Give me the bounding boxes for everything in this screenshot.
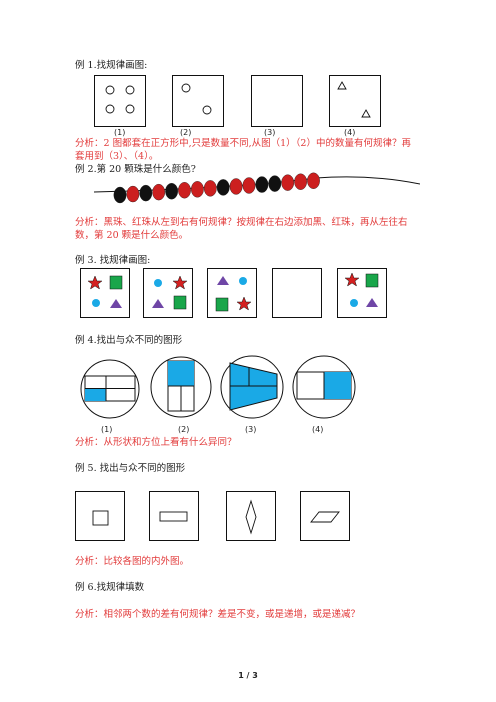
purple-triangle-icon xyxy=(110,299,122,308)
black-bead xyxy=(139,184,153,202)
page-number: 1 / 3 xyxy=(238,671,258,680)
blue-circle-icon xyxy=(154,279,162,287)
ex4-label-2: (2) xyxy=(178,425,190,434)
ex3-box-3 xyxy=(207,268,257,318)
inner-diamond-icon xyxy=(245,499,257,535)
ex1-box-1 xyxy=(94,75,146,127)
red-star-icon xyxy=(87,275,103,290)
purple-triangle-icon xyxy=(366,298,378,307)
ex5-box-1 xyxy=(75,491,125,541)
ex1-analysis-line2: 套用到（3）、（4）。 xyxy=(75,151,159,162)
red-bead xyxy=(294,173,308,190)
purple-triangle-icon xyxy=(152,299,164,308)
ex4-label-1: (1) xyxy=(101,425,113,434)
ex4-title: 例 4.找出与众不同的图形 xyxy=(75,335,183,346)
ex1-box-3-empty xyxy=(251,75,303,127)
black-bead xyxy=(216,179,230,196)
blue-circle-icon xyxy=(350,299,358,307)
ex4-figure-1 xyxy=(80,359,140,419)
red-bead xyxy=(242,177,256,194)
green-square-icon xyxy=(365,273,379,288)
ex5-title: 例 5. 找出与众不同的图形 xyxy=(75,463,186,474)
inner-rectangle-icon xyxy=(159,511,188,522)
red-bead xyxy=(281,174,295,191)
ex1-box-2 xyxy=(172,75,224,127)
ex6-analysis: 分析：相邻两个数的差有何规律？差是不变，或是递增，或是递减？ xyxy=(75,609,361,620)
green-square-icon xyxy=(173,295,187,310)
blue-circle-icon xyxy=(92,299,100,307)
inner-parallelogram-icon xyxy=(310,511,340,523)
red-bead xyxy=(152,183,166,201)
purple-triangle-icon xyxy=(217,276,229,285)
red-bead xyxy=(191,181,204,198)
red-star-icon xyxy=(344,272,360,287)
red-star-icon xyxy=(172,275,188,290)
ex5-box-2 xyxy=(149,491,199,541)
red-bead xyxy=(307,172,320,189)
ex3-box-4-empty xyxy=(272,268,322,318)
ex1-label-2: (2) xyxy=(180,128,192,137)
black-bead xyxy=(268,175,282,192)
ex5-box-3 xyxy=(226,491,276,541)
red-bead xyxy=(178,182,191,199)
ex1-analysis-line1: 分析：2 图都套在正方形中,只是数量不同,从图（1）（2）中的数量有何规律？再 xyxy=(75,138,411,149)
ex1-label-4: (4) xyxy=(344,128,356,137)
ex5-box-4 xyxy=(300,491,350,541)
ex2-title: 例 2.第 20 颗珠是什么颜色? xyxy=(75,164,196,175)
ex6-title: 例 6.找规律填数 xyxy=(75,582,145,593)
ex3-box-2 xyxy=(143,268,193,318)
inner-square-icon xyxy=(92,510,109,526)
ex4-figure-2 xyxy=(150,356,212,418)
ex1-label-1: (1) xyxy=(114,128,126,137)
circles-four-icon xyxy=(105,85,135,114)
ex4-figure-4 xyxy=(292,355,356,419)
red-star-icon xyxy=(236,296,252,311)
black-bead xyxy=(113,186,127,204)
red-bead xyxy=(126,185,140,203)
ex4-label-4: (4) xyxy=(312,425,324,434)
red-bead xyxy=(203,180,217,197)
red-bead xyxy=(229,178,243,195)
green-square-icon xyxy=(215,297,229,312)
green-square-icon xyxy=(109,275,123,290)
ex4-analysis: 分析：从形状和方位上看有什么异同？ xyxy=(75,437,237,448)
ex2-analysis-line1: 分析：黑珠、红珠从左到右有何规律？按规律在右边添加黑、红珠，再从左往右 xyxy=(75,217,408,228)
ex3-title: 例 3. 找规律画图: xyxy=(75,255,151,266)
ex1-label-3: (3) xyxy=(264,128,276,137)
bead-string-diagram xyxy=(93,172,420,204)
ex4-figure-3 xyxy=(220,355,284,419)
ex3-box-1 xyxy=(80,268,130,318)
circles-two-icon xyxy=(181,83,212,115)
black-bead xyxy=(165,183,179,200)
ex3-box-5 xyxy=(337,268,387,318)
ex4-label-3: (3) xyxy=(245,425,257,434)
ex2-analysis-line2: 数，第 20 颗是什么颜色。 xyxy=(75,230,189,241)
ex1-box-4 xyxy=(329,75,381,127)
ex1-title: 例 1.找规律画图: xyxy=(75,60,148,71)
ex5-analysis: 分析：比较各图的内外图。 xyxy=(75,556,190,567)
black-bead xyxy=(255,176,269,193)
blue-circle-icon xyxy=(239,277,247,285)
triangles-two-icon xyxy=(337,81,371,118)
